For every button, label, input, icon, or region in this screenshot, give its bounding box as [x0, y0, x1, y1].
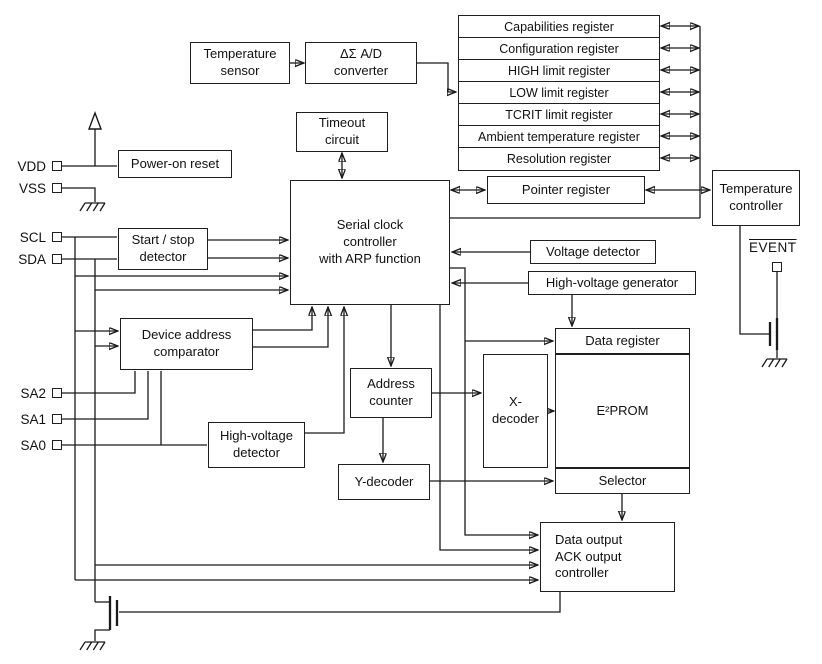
pin-sda-pad — [52, 254, 62, 264]
pin-scl: SCL — [10, 229, 62, 245]
pin-sa2-pad — [52, 388, 62, 398]
block-temperature-sensor: Temperature sensor — [190, 42, 290, 84]
pin-scl-label: SCL — [19, 229, 46, 245]
block-device-address-comparator: Device address comparator — [120, 318, 253, 370]
register-stack: Capabilities register Configuration regi… — [458, 15, 660, 171]
pin-scl-pad — [52, 232, 62, 242]
block-high-voltage-generator: High-voltage generator — [528, 271, 696, 295]
block-pointer-register: Pointer register — [487, 176, 645, 204]
block-eeprom: E²PROM — [555, 354, 690, 468]
pin-sda: SDA — [10, 251, 62, 267]
register-row-ambient-temp: Ambient temperature register — [459, 126, 659, 148]
pin-vdd: VDD — [10, 158, 62, 174]
ground-symbol — [79, 641, 106, 651]
pin-sa2-label: SA2 — [20, 385, 46, 401]
block-start-stop-detector: Start / stop detector — [118, 228, 208, 270]
register-row-high-limit: HIGH limit register — [459, 60, 659, 82]
pin-sa1-label: SA1 — [20, 411, 46, 427]
pin-sa0: SA0 — [10, 437, 62, 453]
register-row-low-limit: LOW limit register — [459, 82, 659, 104]
pin-sda-label: SDA — [18, 251, 46, 267]
register-row-capabilities: Capabilities register — [459, 16, 659, 38]
block-data-output-controller: Data output ACK output controller — [540, 522, 675, 592]
block-timeout-circuit: Timeout circuit — [296, 112, 388, 152]
block-serial-clock-controller: Serial clock controller with ARP functio… — [290, 180, 450, 305]
pin-event-label: EVENT — [749, 240, 797, 255]
pin-vss: VSS — [10, 180, 62, 196]
block-ad-converter: ΔΣ A/D converter — [305, 42, 417, 84]
block-data-register: Data register — [555, 328, 690, 354]
pin-sa1-pad — [52, 414, 62, 424]
pin-sa1: SA1 — [10, 411, 62, 427]
pin-sa0-pad — [52, 440, 62, 450]
block-selector: Selector — [555, 468, 690, 494]
register-row-resolution: Resolution register — [506, 152, 612, 166]
block-voltage-detector: Voltage detector — [530, 240, 656, 264]
wire-adc-to-registers — [417, 62, 456, 92]
block-high-voltage-detector: High-voltage detector — [208, 422, 305, 468]
block-address-counter: Address counter — [350, 368, 432, 418]
pin-vdd-pad — [52, 161, 62, 171]
register-row-configuration: Configuration register — [459, 38, 659, 60]
block-x-decoder: X- decoder — [483, 354, 548, 468]
pin-vss-pad — [52, 183, 62, 193]
pin-sa0-label: SA0 — [20, 437, 46, 453]
block-y-decoder: Y-decoder — [338, 464, 430, 500]
ground-symbol — [761, 358, 788, 368]
vdd-supply-arrow — [87, 111, 103, 130]
pin-sa2: SA2 — [10, 385, 62, 401]
block-temperature-controller: Temperature controller — [712, 170, 800, 226]
pin-vdd-label: VDD — [17, 158, 46, 174]
block-power-on-reset: Power-on reset — [118, 150, 232, 178]
ground-symbol — [79, 202, 106, 212]
register-row-tcrit-limit: TCRIT limit register — [459, 104, 659, 126]
pin-vss-label: VSS — [18, 180, 46, 196]
pin-event-pad — [772, 262, 782, 272]
